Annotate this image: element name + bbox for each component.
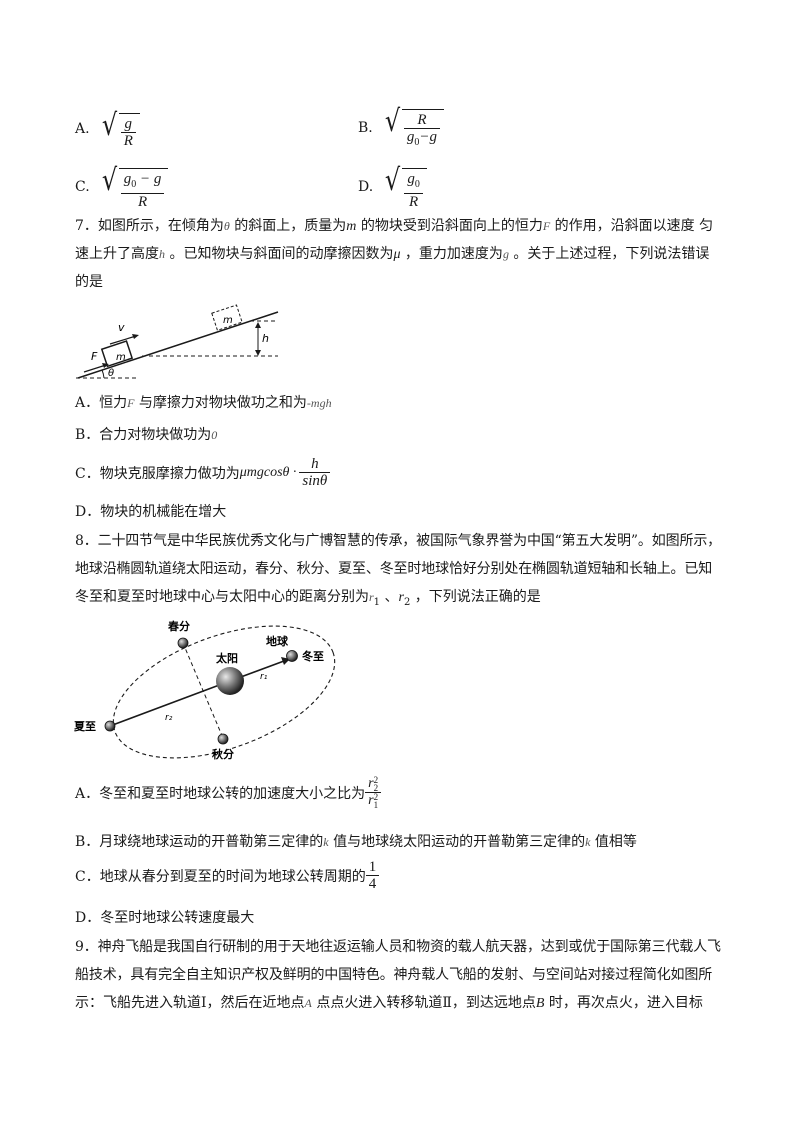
- q9-line-3: 示：飞船先进入轨道Ⅰ，然后在近地点A 点点火进入转移轨道Ⅱ，到达远地点B 时，再…: [75, 995, 703, 1011]
- incline-figure: v F m m h θ: [76, 304, 279, 379]
- orbit-figure: 春分 地球 冬至 太阳 夏至 秋分 r₁ r₂: [74, 619, 336, 761]
- q8-option-d: D．冬至时地球公转速度最大: [75, 910, 255, 926]
- sun: [216, 667, 244, 695]
- option-label: C.: [75, 178, 90, 195]
- theta-arc: [101, 369, 105, 379]
- label-v: v: [118, 321, 125, 334]
- label-autumn: 秋分: [212, 747, 234, 761]
- q8-option-b: B．月球绕地球运动的开普勒第三定律的k 值与地球绕太阳运动的开普勒第三定律的k …: [75, 834, 637, 850]
- label-theta: θ: [108, 368, 114, 379]
- q7-line-3: 的是: [75, 274, 103, 290]
- label-r2: r₂: [165, 713, 173, 723]
- block-bottom: [100, 340, 134, 368]
- q8-line-3: 冬至和夏至时地球中心与太阳中心的距离分别为r1 、r2 ，下列说法正确的是: [75, 589, 541, 608]
- label-m-top: m: [223, 315, 233, 326]
- q9-line-1: 9．神舟飞船是我国自行研制的用于天地往返运输人员和物资的载人航天器，达到或优于国…: [75, 939, 721, 955]
- force-arrowhead: [102, 363, 109, 368]
- q9-line-2: 船技术，具有完全自主知识产权及鲜明的中国特色。神舟载人飞船的发射、与空间站对接过…: [75, 967, 713, 983]
- incline-surface: [77, 311, 279, 379]
- q7-option-d: D．物块的机械能在增大: [75, 504, 227, 520]
- q7-option-b: B．合力对物块做功为0: [75, 427, 218, 443]
- q7-line-2: 速上升了高度h 。已知物块与斜面间的动摩擦因数为μ ，重力加速度为g 。关于上述…: [75, 246, 710, 262]
- label-earth: 地球: [266, 634, 289, 648]
- label-sun: 太阳: [215, 651, 238, 665]
- q7-option-a: A．恒力F 与摩擦力对物块做功之和为-mgh: [75, 395, 332, 411]
- earth-winter: [286, 650, 298, 662]
- option-label: B.: [358, 119, 373, 136]
- q7-line-1: 7．如图所示，在倾角为θ 的斜面上，质量为m 的物块受到沿斜面向上的恒力F 的作…: [75, 218, 714, 234]
- q8-line-1: 8．二十四节气是中华民族优秀文化与广博智慧的传承，被国际气象界誉为中国“第五大发…: [75, 533, 722, 549]
- label-h: h: [262, 332, 269, 345]
- earth-autumn: [217, 733, 229, 745]
- force-arrow: [83, 364, 107, 373]
- height-arrowhead-down: [255, 350, 261, 356]
- earth-spring: [177, 637, 189, 649]
- label-winter: 冬至: [302, 649, 324, 663]
- q8-line-2: 地球沿椭圆轨道绕太阳运动，春分、秋分、夏至、冬至时地球恰好分别处在椭圆轨道短轴和…: [75, 561, 713, 577]
- option-label: D.: [358, 178, 374, 195]
- earth-summer: [104, 720, 116, 732]
- label-F: F: [91, 350, 98, 363]
- label-summer: 夏至: [74, 720, 96, 733]
- velocity-arrow: [109, 335, 137, 345]
- label-spring: 春分: [168, 619, 190, 633]
- orbit-ellipse: [112, 625, 336, 759]
- height-arrowhead-up: [255, 322, 261, 328]
- label-r1: r₁: [260, 672, 268, 682]
- option-label: A.: [75, 120, 90, 137]
- velocity-arrowhead: [132, 334, 139, 339]
- major-axis-r2: [109, 680, 231, 727]
- label-m-bottom: m: [116, 352, 126, 363]
